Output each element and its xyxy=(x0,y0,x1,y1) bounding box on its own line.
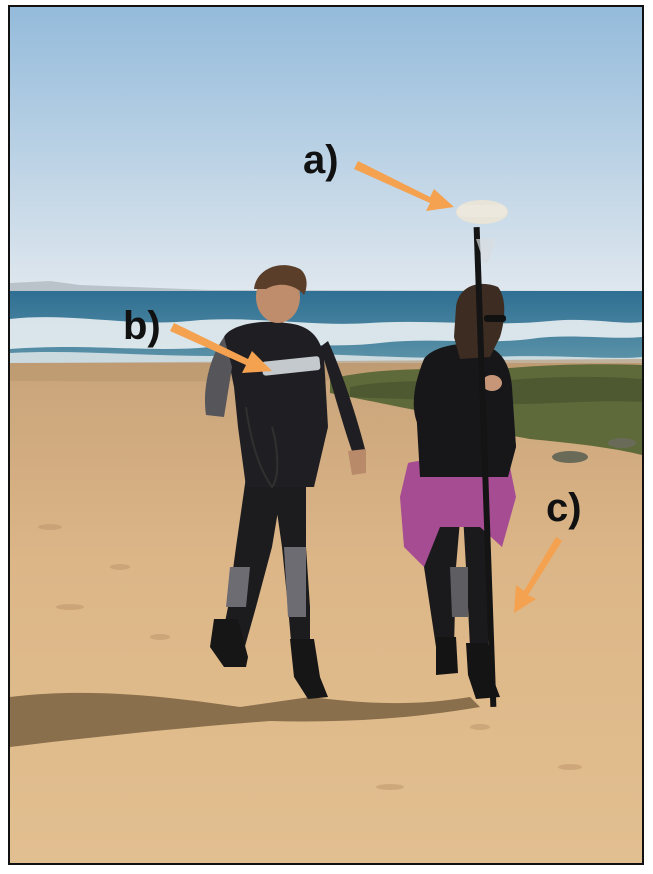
shadows xyxy=(10,692,480,747)
photo-frame xyxy=(8,5,644,865)
beach-survey-photo xyxy=(10,7,642,863)
arrow-c-icon xyxy=(514,537,562,613)
arrow-a-icon xyxy=(354,161,454,211)
sand xyxy=(10,363,642,863)
arrow-b-icon xyxy=(170,323,272,373)
label-a: a) xyxy=(303,138,339,182)
gnss-pole xyxy=(456,200,508,707)
sky xyxy=(10,7,642,292)
label-c: c) xyxy=(546,486,582,530)
label-b: b) xyxy=(123,304,161,348)
